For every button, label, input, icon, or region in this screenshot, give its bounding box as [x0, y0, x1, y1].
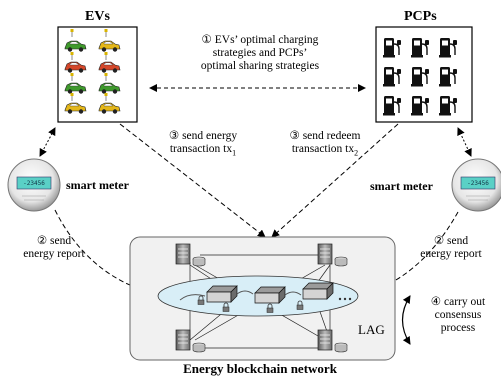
smart-meter-right-icon [451, 158, 501, 212]
step4-line1: carry out [441, 296, 486, 308]
step3a-line2: transaction tx [169, 143, 233, 155]
meter-display-left: -23456 [23, 180, 45, 187]
network-title: Energy blockchain network [183, 361, 337, 376]
step3b-line1: send redeem [299, 130, 361, 142]
smart-meter-left-icon [7, 158, 61, 212]
step2-left-line1: send [47, 235, 72, 247]
step2-left-number: ② [36, 235, 48, 247]
step3a-subscript: 1 [232, 148, 237, 158]
step1-number: ① [201, 34, 212, 46]
meter-display-right: -23456 [467, 180, 489, 187]
blockchain [179, 282, 352, 313]
step4-line3: process [440, 322, 476, 334]
step3-energy-label: ③ send energy transaction tx1 [148, 130, 258, 159]
arrow-step4-consensus [401, 295, 411, 345]
step4-label: ④ carry out consensus process [418, 296, 498, 335]
step1-line2: strategies and PCPs’ [212, 47, 308, 59]
step1-label: ① EVs’ optimal charging strategies and P… [170, 34, 350, 73]
step2-left-line2: energy report [23, 248, 85, 260]
arrow-ev-meter [39, 127, 56, 157]
arrow-step2-left [54, 209, 164, 299]
step4-line2: consensus [434, 309, 482, 321]
smart-meter-right-label: smart meter [370, 179, 433, 193]
step3b-number: ③ [289, 130, 300, 142]
step3b-subscript: 2 [354, 148, 359, 158]
step2-right-line1: send [444, 235, 469, 247]
lag-label: LAG [358, 322, 385, 337]
step3-redeem-label: ③ send redeem transaction tx2 [270, 130, 380, 159]
step3a-line1: send energy [179, 130, 238, 142]
step3b-line2: transaction tx [291, 143, 355, 155]
step1-line1: EVs’ optimal charging [211, 34, 319, 46]
pcps-title: PCPs [404, 9, 437, 24]
step2-left-label: ② send energy report [4, 235, 104, 261]
smart-meter-left-label: smart meter [66, 178, 129, 192]
arrow-pcp-meter [457, 127, 472, 157]
step2-right-number: ② [433, 235, 445, 247]
step3a-number: ③ [168, 130, 180, 142]
evs-title: EVs [85, 9, 110, 24]
step2-right-line2: energy report [420, 248, 482, 260]
arrow-step3-energy [119, 123, 266, 238]
step2-right-label: ② send energy report [402, 235, 500, 261]
step1-line3: optimal sharing strategies [200, 60, 320, 72]
step4-number: ④ [430, 296, 442, 308]
arrow-step3-redeem [271, 123, 399, 238]
